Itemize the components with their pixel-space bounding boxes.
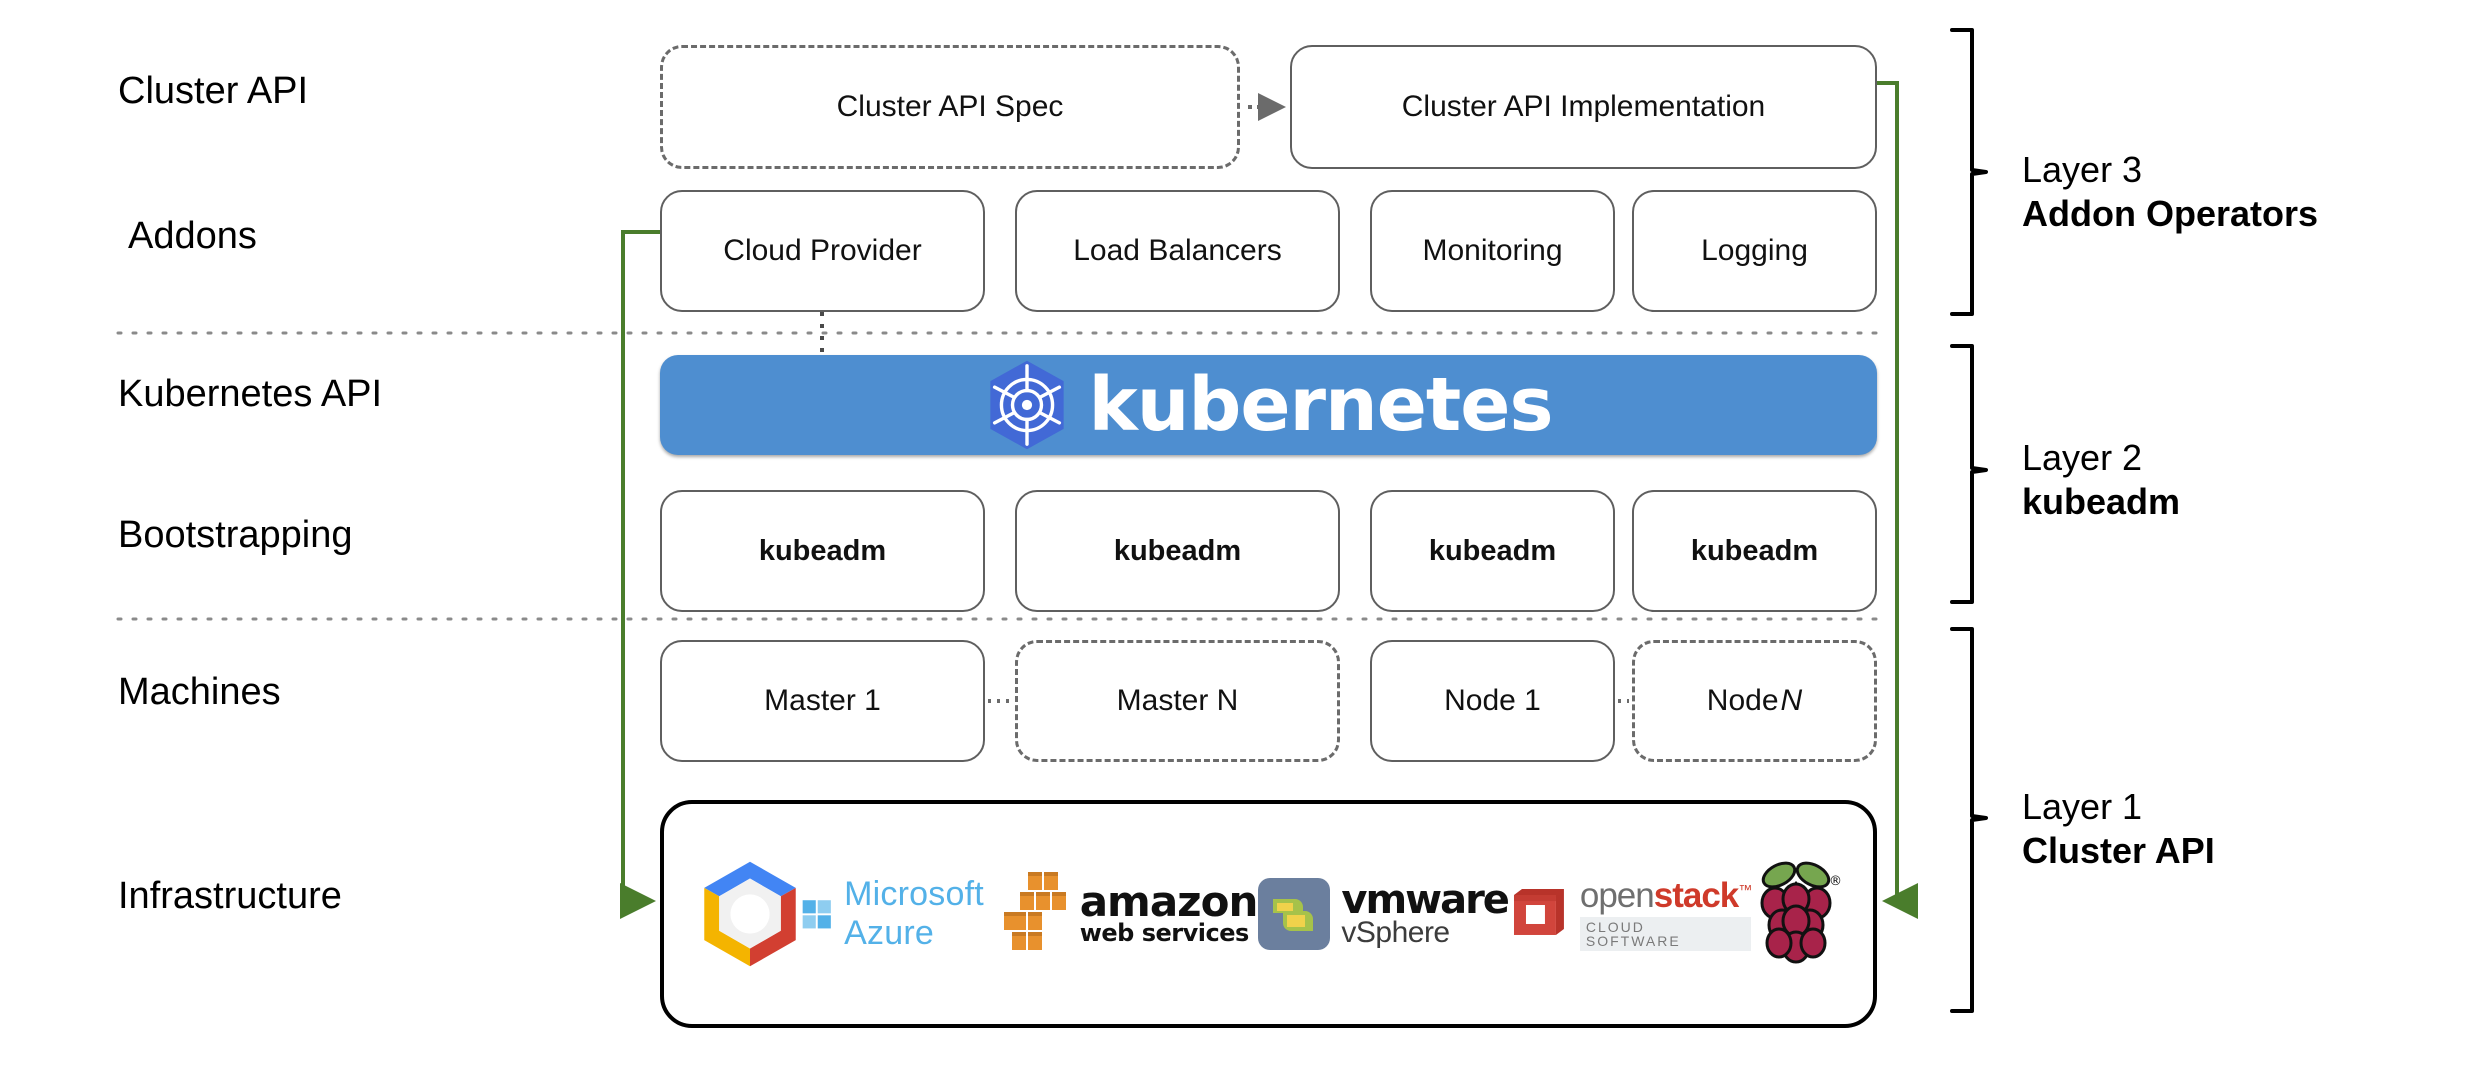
brace-layer-2 (1950, 344, 1988, 604)
openstack-wordmark: openstack™ CLOUD SOFTWARE (1579, 875, 1752, 951)
brace-layer-1 (1950, 627, 1988, 1013)
vmware-sub-label: vSphere (1341, 915, 1450, 949)
node-cluster-api-spec[interactable]: Cluster API Spec (660, 45, 1240, 169)
row-label-addons: Addons (128, 215, 257, 257)
node-label: kubeadm (1113, 534, 1242, 567)
node-cloud-provider[interactable]: Cloud Provider (660, 190, 985, 312)
azure-wordmark: Microsoft Azure (844, 875, 984, 952)
node-master-n[interactable]: Master N (1015, 640, 1340, 762)
node-node-n[interactable]: Node N (1632, 640, 1877, 762)
row-label-cluster-api: Cluster API (118, 70, 309, 112)
node-label: kubeadm (1428, 534, 1557, 567)
aws-sub-label: web services (1079, 918, 1250, 947)
vmware-vsphere-icon (1258, 878, 1331, 950)
layer-2-line1: Layer 2 (2022, 437, 2143, 478)
svg-text:®: ® (1829, 874, 1841, 889)
node-label: Load Balancers (1073, 234, 1282, 267)
layer-caption-1: Layer 1 Cluster API (2022, 785, 2215, 873)
node-label: Master N (1116, 684, 1239, 717)
amazon-web-services-icon (1003, 872, 1066, 950)
row-label-bootstrapping: Bootstrapping (118, 514, 353, 556)
logo-raspberry-pi[interactable]: ® (1751, 854, 1841, 974)
node-label: kubeadm (1690, 534, 1819, 567)
node-kubeadm-2[interactable]: kubeadm (1015, 490, 1340, 612)
vmware-main-label: vmware (1341, 876, 1510, 923)
kubernetes-wordmark: kubernetes (1088, 362, 1553, 448)
node-cluster-api-implementation[interactable]: Cluster API Implementation (1290, 45, 1877, 169)
node-label: Monitoring (1422, 234, 1563, 267)
node-master-1[interactable]: Master 1 (660, 640, 985, 762)
green-arrow-implementation-to-infrastructure (1877, 81, 1918, 919)
node-label: Node 1 (1444, 684, 1541, 717)
layer-3-line2: Addon Operators (2022, 192, 2319, 234)
node-label: Logging (1701, 234, 1808, 267)
node-kubeadm-1[interactable]: kubeadm (660, 490, 985, 612)
green-arrow-cloud-provider-to-infrastructure (620, 230, 660, 919)
infrastructure-container[interactable]: Microsoft Azure (660, 800, 1877, 1028)
openstack-label-a: open (1579, 875, 1655, 915)
logo-amazon-web-services[interactable]: amazon web services (1000, 854, 1258, 974)
logo-google-cloud-platform[interactable] (698, 854, 802, 974)
node-label: Cloud Provider (723, 234, 922, 267)
node-kubeadm-4[interactable]: kubeadm (1632, 490, 1877, 612)
brace-layer-3 (1950, 28, 1988, 316)
layer-1-line1: Layer 1 (2022, 786, 2143, 827)
node-label: Node (1706, 684, 1779, 717)
node-kubeadm-3[interactable]: kubeadm (1370, 490, 1615, 612)
layer-caption-3: Layer 3 Addon Operators (2022, 148, 2318, 236)
openstack-sub-label: CLOUD SOFTWARE (1579, 916, 1752, 951)
node-node-1[interactable]: Node 1 (1370, 640, 1615, 762)
row-label-kubernetes-api: Kubernetes API (118, 373, 383, 415)
node-load-balancers[interactable]: Load Balancers (1015, 190, 1340, 312)
node-logging[interactable]: Logging (1632, 190, 1877, 312)
row-label-machines: Machines (118, 671, 281, 713)
node-label: Cluster API Implementation (1401, 90, 1766, 123)
layer-caption-2: Layer 2 kubeadm (2022, 436, 2180, 524)
layer-1-line2: Cluster API (2022, 829, 2215, 871)
logo-openstack[interactable]: openstack™ CLOUD SOFTWARE (1508, 854, 1752, 974)
kubernetes-helm-icon (984, 359, 1070, 451)
aws-wordmark: amazon web services (1079, 881, 1259, 947)
logo-microsoft-azure[interactable]: Microsoft Azure (802, 854, 1000, 974)
node-label-suffix: N (1780, 684, 1803, 717)
microsoft-azure-icon (802, 900, 831, 929)
google-cloud-platform-icon (704, 861, 796, 967)
node-label: Cluster API Spec (836, 90, 1064, 123)
layer-2-line2: kubeadm (2022, 480, 2181, 522)
aws-main-label: amazon (1079, 877, 1259, 927)
layer-3-line1: Layer 3 (2022, 149, 2143, 190)
node-monitoring[interactable]: Monitoring (1370, 190, 1615, 312)
node-label: Master 1 (764, 684, 881, 717)
openstack-icon (1513, 889, 1564, 935)
vmware-wordmark: vmware vSphere (1341, 880, 1510, 949)
kubernetes-banner[interactable]: kubernetes (660, 355, 1877, 455)
openstack-label-b: stack (1653, 875, 1740, 915)
logo-vmware-vsphere[interactable]: vmware vSphere (1257, 854, 1510, 974)
node-label: kubeadm (758, 534, 887, 567)
raspberry-pi-icon: ® (1760, 861, 1841, 964)
row-label-infrastructure: Infrastructure (118, 875, 342, 917)
